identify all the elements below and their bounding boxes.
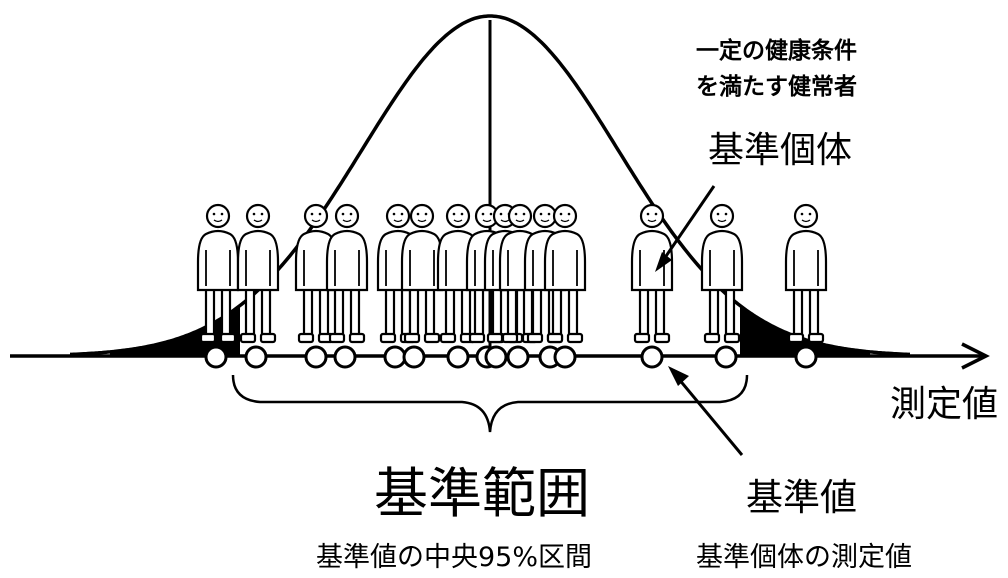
circle-marker-icon: [383, 345, 407, 369]
reference-range-brace: [231, 374, 749, 433]
circle-marker-icon: [714, 345, 738, 369]
person-figure-icon: [784, 203, 828, 344]
person-figure-icon: [543, 203, 587, 344]
circle-marker-icon: [446, 345, 470, 369]
circle-marker-icon: [204, 345, 228, 369]
distribution-left-tail: [110, 305, 240, 356]
circle-marker-icon: [484, 345, 508, 369]
reference-individuals-group: [196, 203, 828, 344]
reference-value-label: 基準値: [746, 476, 857, 519]
circle-marker-icon: [402, 345, 426, 369]
distribution-right-tail: [740, 305, 870, 356]
measurement-markers-group: [204, 345, 818, 369]
person-figure-icon: [325, 203, 369, 344]
reference-range-label: 基準範囲: [374, 462, 590, 525]
circle-marker-icon: [640, 345, 664, 369]
axis-arrowhead-icon: [961, 342, 990, 370]
person-figure-icon: [236, 203, 280, 344]
person-figure-icon: [400, 203, 444, 344]
reference-individual-label: 基準個体: [708, 130, 852, 171]
measured-value-axis-label: 測定値: [890, 384, 998, 425]
circle-marker-icon: [333, 345, 357, 369]
reference-individual-arrow: [655, 185, 716, 272]
healthy-condition-note-line2: を満たす健常者: [696, 74, 857, 100]
person-figure-icon: [700, 203, 744, 344]
reference-value-description: 基準個体の測定値: [696, 542, 912, 573]
healthy-condition-note-line1: 一定の健康条件: [696, 37, 857, 64]
reference-value-arrow: [668, 366, 744, 456]
person-figure-icon: [196, 203, 240, 344]
circle-marker-icon: [553, 345, 577, 369]
circle-marker-icon: [794, 345, 818, 369]
circle-marker-icon: [304, 345, 328, 369]
circle-marker-icon: [506, 345, 530, 369]
reference-range-description: 基準値の中央95%区間: [316, 542, 592, 573]
circle-marker-icon: [244, 345, 268, 369]
person-figure-icon: [630, 203, 674, 344]
